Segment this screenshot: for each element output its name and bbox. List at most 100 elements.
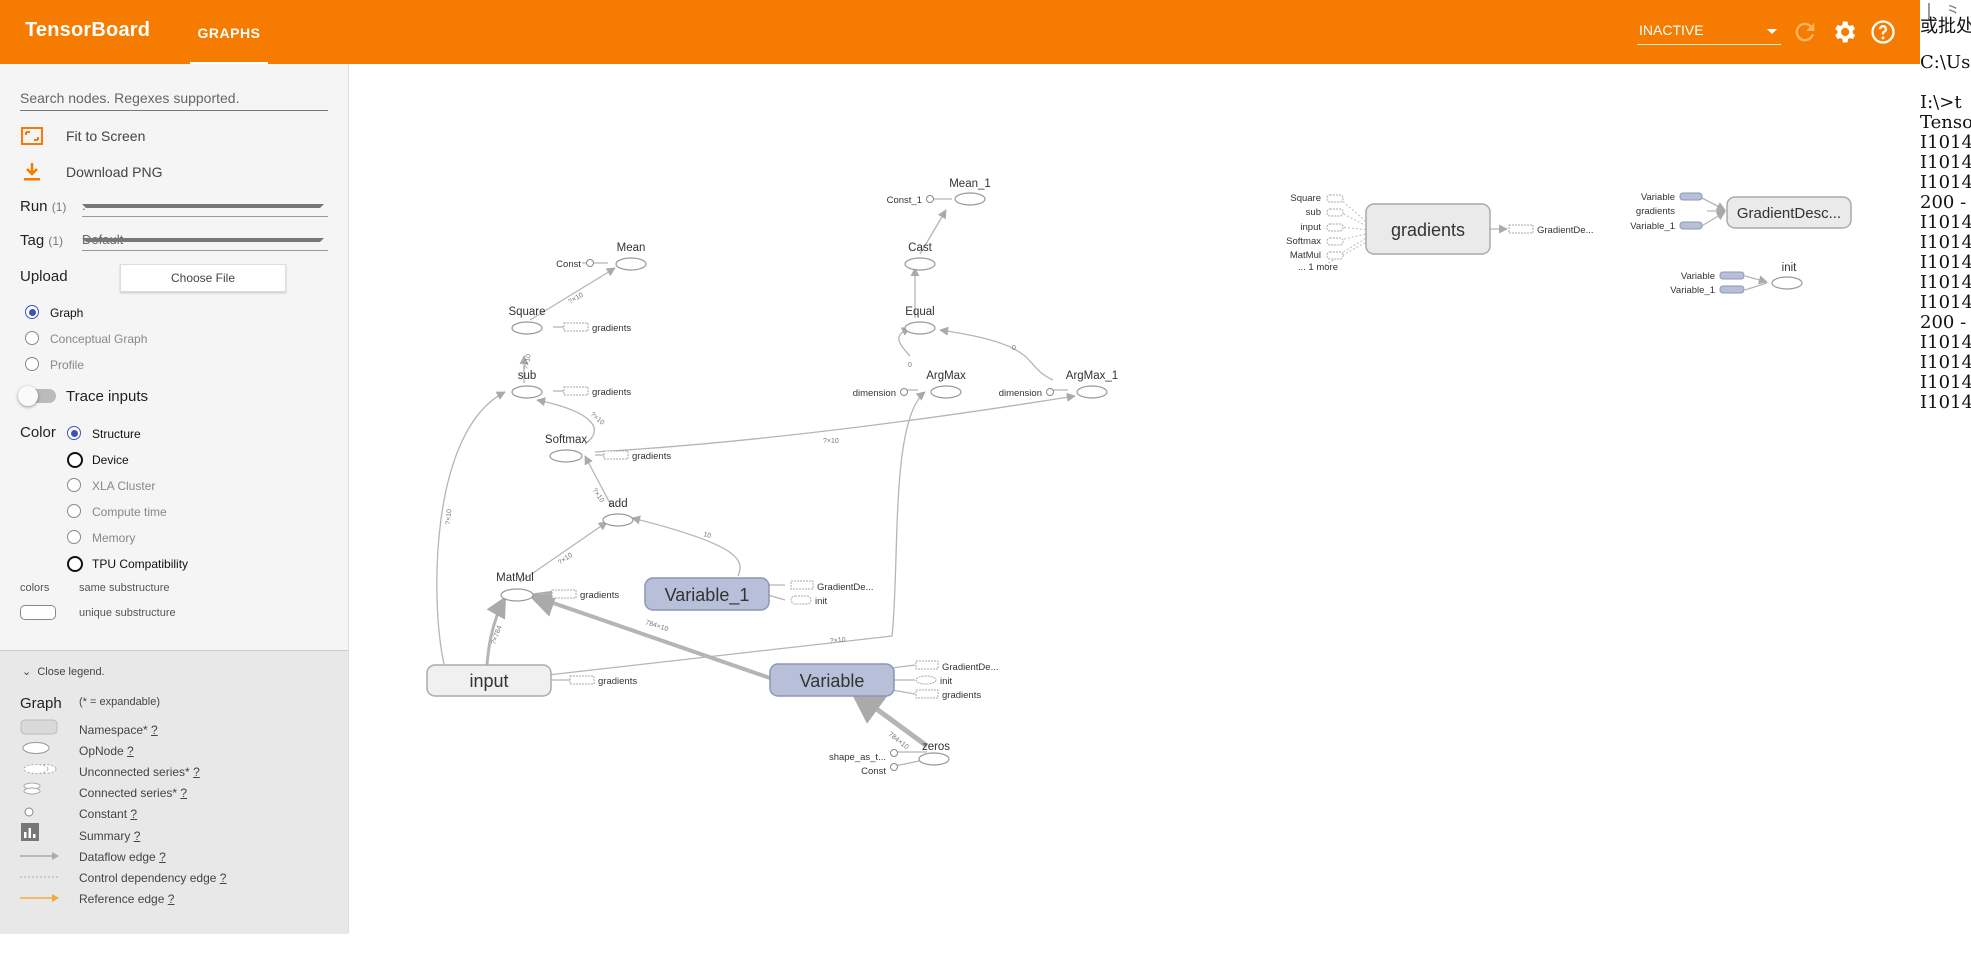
graph-edges — [436, 196, 1768, 767]
same-substructure-label: same substructure — [79, 582, 170, 594]
legend-symbols — [20, 719, 59, 902]
sidebar: Search nodes. Regexes supported. Fit to … — [0, 64, 349, 934]
upload-label: Upload — [20, 268, 68, 285]
opnode-symbol — [22, 742, 50, 754]
fit-screen-icon — [21, 127, 43, 145]
tag-select[interactable]: Default — [82, 230, 328, 251]
radio-xla-label: XLA Cluster — [92, 479, 156, 493]
search-input[interactable]: Search nodes. Regexes supported. — [20, 88, 328, 111]
radio-graph-label: Graph — [50, 306, 84, 320]
op-nodes — [500, 192, 1803, 766]
radio-profile[interactable] — [25, 357, 39, 371]
gear-icon[interactable] — [1830, 18, 1858, 46]
legend-graph-title: Graph — [20, 695, 62, 712]
node-label: ArgMax_1 — [1066, 370, 1118, 382]
chevron-down-icon — [1767, 29, 1777, 34]
legend-dataflow-edge: Dataflow edge ? — [79, 850, 166, 864]
chevron-down-icon: ⌄ — [22, 666, 32, 678]
colors-label: colors — [20, 582, 50, 594]
refresh-icon[interactable] — [1791, 18, 1819, 46]
radio-compute-label: Compute time — [92, 505, 167, 519]
node-label: add — [608, 498, 627, 510]
opnode-mean-1 — [954, 192, 986, 206]
fit-to-screen-button[interactable]: Fit to Screen — [20, 124, 320, 150]
namespace-gradients[interactable]: gradients — [1365, 203, 1491, 255]
terminal-line: I1014 — [1920, 232, 1971, 253]
terminal-line: I1014 — [1920, 372, 1971, 393]
node-label: Square — [508, 306, 545, 318]
run-select[interactable]: . — [82, 196, 328, 217]
radio-tpu[interactable] — [67, 556, 83, 572]
tab-underline — [190, 62, 268, 64]
fit-to-screen-label: Fit to Screen — [66, 128, 146, 144]
namespace-variable-1[interactable]: Variable_1 — [644, 577, 770, 611]
trace-inputs-toggle[interactable] — [18, 386, 56, 406]
svg-text:GradientDe...: GradientDe... — [817, 582, 874, 593]
graph-canvas[interactable]: ?×10 ?×10 ?×10 ?×10 ?×10 ?×10 ?×10 ?×784… — [349, 64, 1920, 933]
radio-device[interactable] — [67, 452, 83, 468]
help-icon[interactable] — [1869, 18, 1897, 46]
opnode-matmul — [500, 588, 534, 602]
constant-nodes — [586, 195, 1054, 771]
radio-graph[interactable] — [25, 305, 39, 319]
legend-panel: ⌄ Close legend. Graph (* = expandable) — [0, 650, 348, 934]
radio-conceptual-graph[interactable] — [25, 331, 39, 345]
node-label: init — [1782, 262, 1798, 274]
edge-label: 784×10 — [644, 619, 669, 633]
terminal-line: I:\>t — [1920, 92, 1962, 113]
legend-unconnected-series: Unconnected series* ? — [79, 765, 200, 779]
radio-structure[interactable] — [67, 426, 81, 440]
edge-label: ?×10 — [523, 353, 533, 370]
node-label: MatMul — [496, 572, 534, 584]
namespace-gradientdescent[interactable]: GradientDesc... — [1726, 196, 1852, 229]
terminal-line: I1014 — [1920, 392, 1971, 413]
variable-series — [1679, 192, 1745, 294]
legend-control-edge: Control dependency edge ? — [79, 871, 227, 885]
radio-structure-label: Structure — [92, 427, 141, 441]
choose-file-button[interactable]: Choose File — [120, 264, 286, 292]
node-label: Cast — [908, 242, 932, 254]
namespace-symbol — [20, 719, 58, 735]
edge-label: ?×10 — [589, 411, 606, 427]
close-legend-button[interactable]: ⌄ Close legend. — [22, 666, 105, 678]
legend-opnode: OpNode ? — [79, 744, 134, 758]
radio-xla-cluster[interactable] — [67, 478, 81, 492]
legend-namespace: Namespace* ? — [79, 723, 158, 737]
svg-text:gradients: gradients — [592, 387, 631, 398]
terminal-line: 或批处 — [1920, 16, 1971, 37]
status-dropdown[interactable]: INACTIVE — [1637, 20, 1781, 45]
terminal-line: I1014 — [1920, 292, 1971, 313]
svg-text:Const_1: Const_1 — [887, 195, 922, 206]
terminal-line: I1014 — [1920, 272, 1971, 293]
edge-label: 784×10 — [887, 731, 910, 751]
series-nodes — [551, 194, 1534, 699]
namespace-variable[interactable]: Variable — [769, 663, 895, 697]
radio-memory-label: Memory — [92, 531, 136, 545]
terminal-line: I1014 — [1920, 332, 1971, 353]
terminal-window-strip: 丨 ⺀ 或批处 C:\Us I:\>t Tenso I1014 I1014 I1… — [1920, 0, 1971, 933]
node-label: GradientDesc... — [1737, 205, 1841, 222]
tag-label: Tag (1) — [20, 232, 64, 249]
color-label: Color — [20, 424, 56, 441]
legend-summary: Summary ? — [79, 829, 141, 843]
node-label: Equal — [905, 306, 934, 318]
node-label: Mean_1 — [949, 178, 991, 190]
svg-text:gradients: gradients — [1636, 206, 1675, 217]
radio-compute-time[interactable] — [67, 504, 81, 518]
terminal-line: I1014 — [1920, 152, 1971, 173]
terminal-line: I1014 — [1920, 252, 1971, 273]
unique-substructure-swatch — [20, 605, 56, 620]
tab-graphs[interactable]: GRAPHS — [190, 0, 268, 64]
namespace-input[interactable]: input — [426, 664, 552, 697]
small-labels: Const Const_1 dimension dimension shape_… — [556, 192, 1715, 777]
radio-memory[interactable] — [67, 530, 81, 544]
svg-text:Softmax: Softmax — [1286, 236, 1321, 247]
constant-symbol — [24, 807, 34, 817]
node-label: input — [469, 671, 508, 691]
svg-text:gradients: gradients — [580, 590, 619, 601]
opnode-zeros — [918, 752, 950, 766]
download-png-button[interactable]: Download PNG — [20, 160, 320, 186]
terminal-line: I1014 — [1920, 212, 1971, 233]
node-label: Variable — [800, 671, 865, 691]
radio-device-label: Device — [92, 453, 129, 467]
